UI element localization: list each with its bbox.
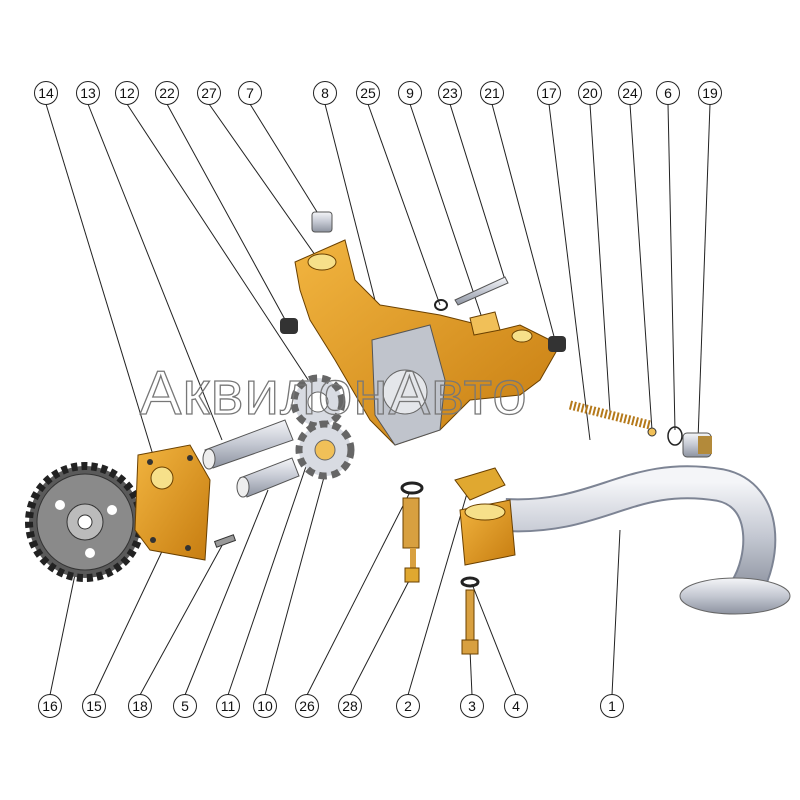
callout-1: 1 bbox=[600, 694, 624, 718]
leader-line-11 bbox=[227, 439, 316, 696]
leader-line-26 bbox=[306, 491, 411, 696]
shaft-5 bbox=[236, 457, 300, 498]
oil-pickup-1 bbox=[459, 465, 791, 615]
valve-28 bbox=[402, 497, 420, 583]
bushing-7 bbox=[311, 211, 333, 233]
callout-11: 11 bbox=[216, 694, 240, 718]
callout-19: 19 bbox=[698, 81, 722, 105]
spring-20 bbox=[568, 400, 652, 430]
leader-line-1 bbox=[611, 529, 621, 696]
pin-18 bbox=[213, 534, 237, 548]
leader-line-20 bbox=[589, 103, 611, 413]
bolt-23 bbox=[454, 276, 509, 306]
gasket-2 bbox=[454, 467, 506, 501]
callout-22: 22 bbox=[155, 81, 179, 105]
callout-3: 3 bbox=[460, 694, 484, 718]
leader-line-2 bbox=[407, 489, 469, 696]
leader-line-22 bbox=[166, 103, 289, 326]
callout-9: 9 bbox=[398, 81, 422, 105]
cap-21 bbox=[548, 336, 566, 352]
leader-line-15 bbox=[93, 544, 166, 696]
leader-line-12 bbox=[126, 103, 319, 396]
callout-6: 6 bbox=[656, 81, 680, 105]
callout-5: 5 bbox=[173, 694, 197, 718]
leader-line-25 bbox=[367, 103, 441, 306]
callout-16: 16 bbox=[38, 694, 62, 718]
leader-line-6 bbox=[667, 103, 676, 431]
callout-21: 21 bbox=[480, 81, 504, 105]
leader-line-7 bbox=[249, 103, 323, 221]
leader-line-8 bbox=[324, 103, 381, 321]
leader-line-19 bbox=[697, 103, 711, 441]
leader-line-3 bbox=[469, 649, 473, 696]
callout-26: 26 bbox=[295, 694, 319, 718]
plug-19 bbox=[682, 432, 712, 458]
callout-14: 14 bbox=[34, 81, 58, 105]
washer-4 bbox=[460, 576, 480, 588]
callout-28: 28 bbox=[338, 694, 362, 718]
leader-line-21 bbox=[491, 103, 557, 345]
pump-gear-11 bbox=[295, 420, 355, 480]
callout-24: 24 bbox=[618, 81, 642, 105]
callout-13: 13 bbox=[76, 81, 100, 105]
leader-line-17 bbox=[548, 103, 591, 441]
pump-cover-15 bbox=[134, 444, 211, 561]
ring-6 bbox=[667, 426, 683, 446]
washer-24 bbox=[647, 427, 657, 437]
leader-line-5 bbox=[184, 489, 269, 696]
leader-line-14 bbox=[45, 103, 161, 479]
leader-line-13 bbox=[87, 103, 223, 441]
callout-23: 23 bbox=[438, 81, 462, 105]
callout-18: 18 bbox=[128, 694, 152, 718]
ring-26 bbox=[400, 481, 424, 495]
callout-8: 8 bbox=[313, 81, 337, 105]
leader-lines bbox=[45, 103, 711, 696]
leader-line-4 bbox=[471, 583, 517, 696]
leader-line-24 bbox=[629, 103, 653, 431]
callout-2: 2 bbox=[396, 694, 420, 718]
callout-15: 15 bbox=[82, 694, 106, 718]
leader-line-18 bbox=[139, 539, 226, 696]
callout-4: 4 bbox=[504, 694, 528, 718]
leader-line-28 bbox=[349, 574, 413, 696]
pump-housing-8 bbox=[294, 239, 561, 446]
bolt-3 bbox=[461, 589, 479, 655]
ring-25 bbox=[434, 299, 448, 311]
drive-gear-16 bbox=[25, 462, 145, 582]
callout-7: 7 bbox=[238, 81, 262, 105]
bushing-9 bbox=[469, 311, 501, 336]
leader-line-9 bbox=[409, 103, 483, 319]
leader-line-27 bbox=[208, 103, 321, 263]
pump-gear-12 bbox=[290, 374, 346, 430]
callout-12: 12 bbox=[115, 81, 139, 105]
leader-line-23 bbox=[449, 103, 506, 281]
callout-10: 10 bbox=[253, 694, 277, 718]
cap-22 bbox=[280, 318, 298, 334]
callout-20: 20 bbox=[578, 81, 602, 105]
leader-line-16 bbox=[49, 559, 79, 696]
leader-line-10 bbox=[264, 454, 331, 696]
callout-25: 25 bbox=[356, 81, 380, 105]
shaft-13 bbox=[202, 419, 294, 470]
callout-27: 27 bbox=[197, 81, 221, 105]
callout-17: 17 bbox=[537, 81, 561, 105]
